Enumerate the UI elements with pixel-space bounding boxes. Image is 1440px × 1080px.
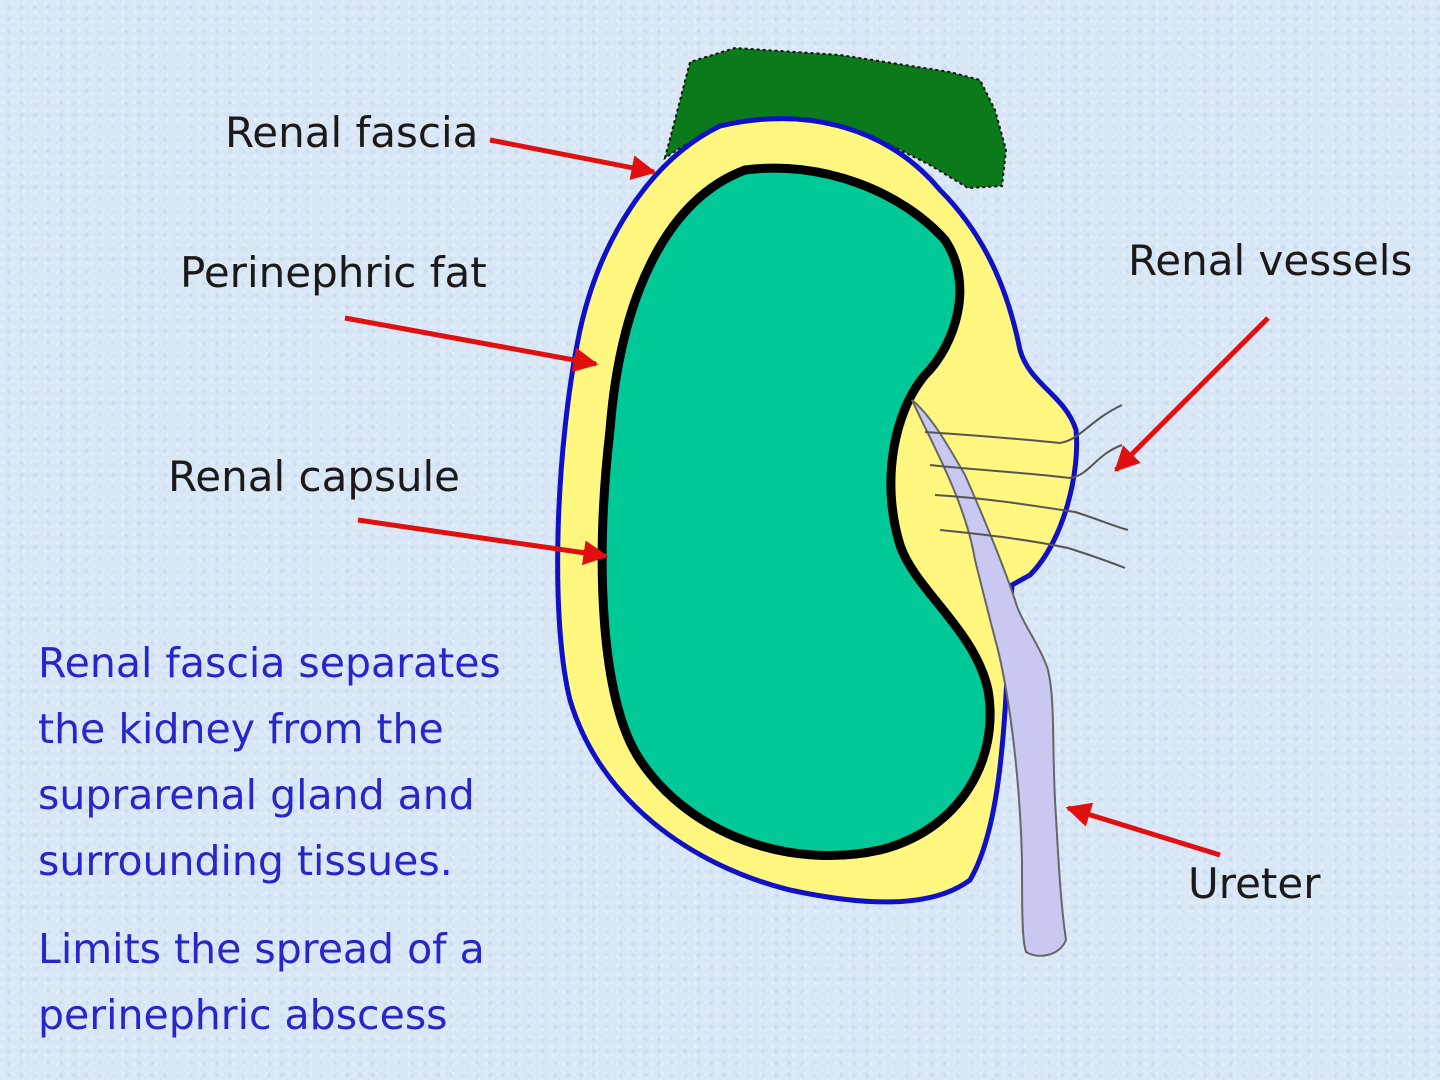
arrow-renal-capsule xyxy=(357,517,609,566)
note-line: Limits the spread of a xyxy=(38,925,485,973)
note-line: the kidney from the xyxy=(38,705,444,753)
note-line: perinephric abscess xyxy=(38,991,448,1039)
renal-vessels xyxy=(924,404,1129,569)
note-line: Renal fascia separates xyxy=(38,639,501,687)
suprarenal-gland xyxy=(663,46,1008,190)
arrow-perinephric-fat xyxy=(344,315,599,373)
note-paragraph-1: Renal fascia separates the kidney from t… xyxy=(38,630,501,894)
arrow-renal-vessels xyxy=(1114,316,1270,472)
label-ureter: Ureter xyxy=(1188,859,1321,908)
note-paragraph-2: Limits the spread of a perinephric absce… xyxy=(38,916,485,1048)
note-line: suprarenal gland and xyxy=(38,771,475,819)
arrow-renal-fascia xyxy=(489,137,657,180)
arrow-ureter xyxy=(1065,802,1221,858)
label-renal-capsule: Renal capsule xyxy=(168,452,461,501)
ureter-shape xyxy=(911,399,1068,957)
kidney xyxy=(597,163,995,861)
label-perinephric-fat: Perinephric fat xyxy=(180,248,487,297)
label-renal-vessels: Renal vessels xyxy=(1128,236,1413,285)
label-renal-fascia: Renal fascia xyxy=(225,108,479,157)
note-line: surrounding tissues. xyxy=(38,837,453,885)
